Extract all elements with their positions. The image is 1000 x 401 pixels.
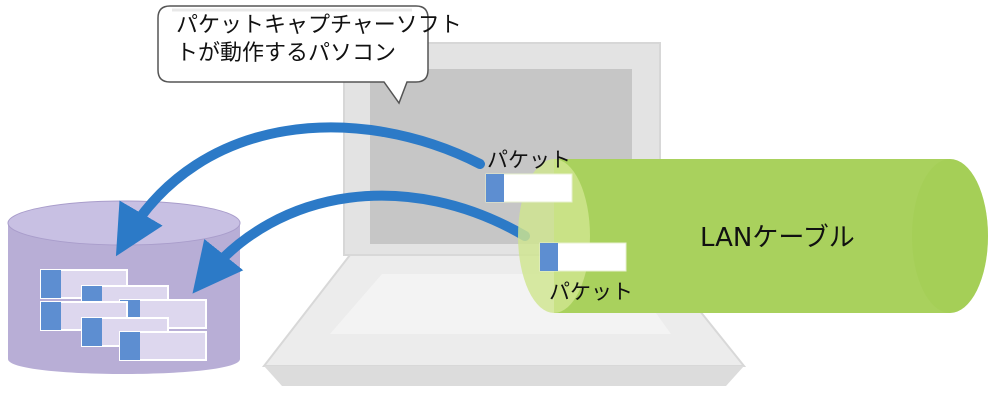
speech-bubble: [157, 5, 429, 105]
lan-cable: [518, 159, 988, 313]
packet-label-top: パケット: [487, 148, 571, 172]
capture-arrow-lower: [192, 190, 530, 294]
pc-callout-text: パケットキャプチャーソフト トが動作するパソコン: [176, 13, 462, 66]
laptop-edge: [264, 366, 744, 386]
lan-cable-end-shade: [912, 159, 988, 313]
packet-bottom: [539, 242, 627, 272]
packet-label-bottom: パケット: [549, 280, 633, 304]
packet-top: [485, 173, 573, 203]
capture-arrow-upper: [115, 122, 485, 257]
database: [7, 200, 241, 374]
stored-packet-6: [119, 331, 207, 361]
lan-cable-body: [554, 159, 988, 313]
lan-cable-label: LANケーブル: [700, 223, 855, 253]
